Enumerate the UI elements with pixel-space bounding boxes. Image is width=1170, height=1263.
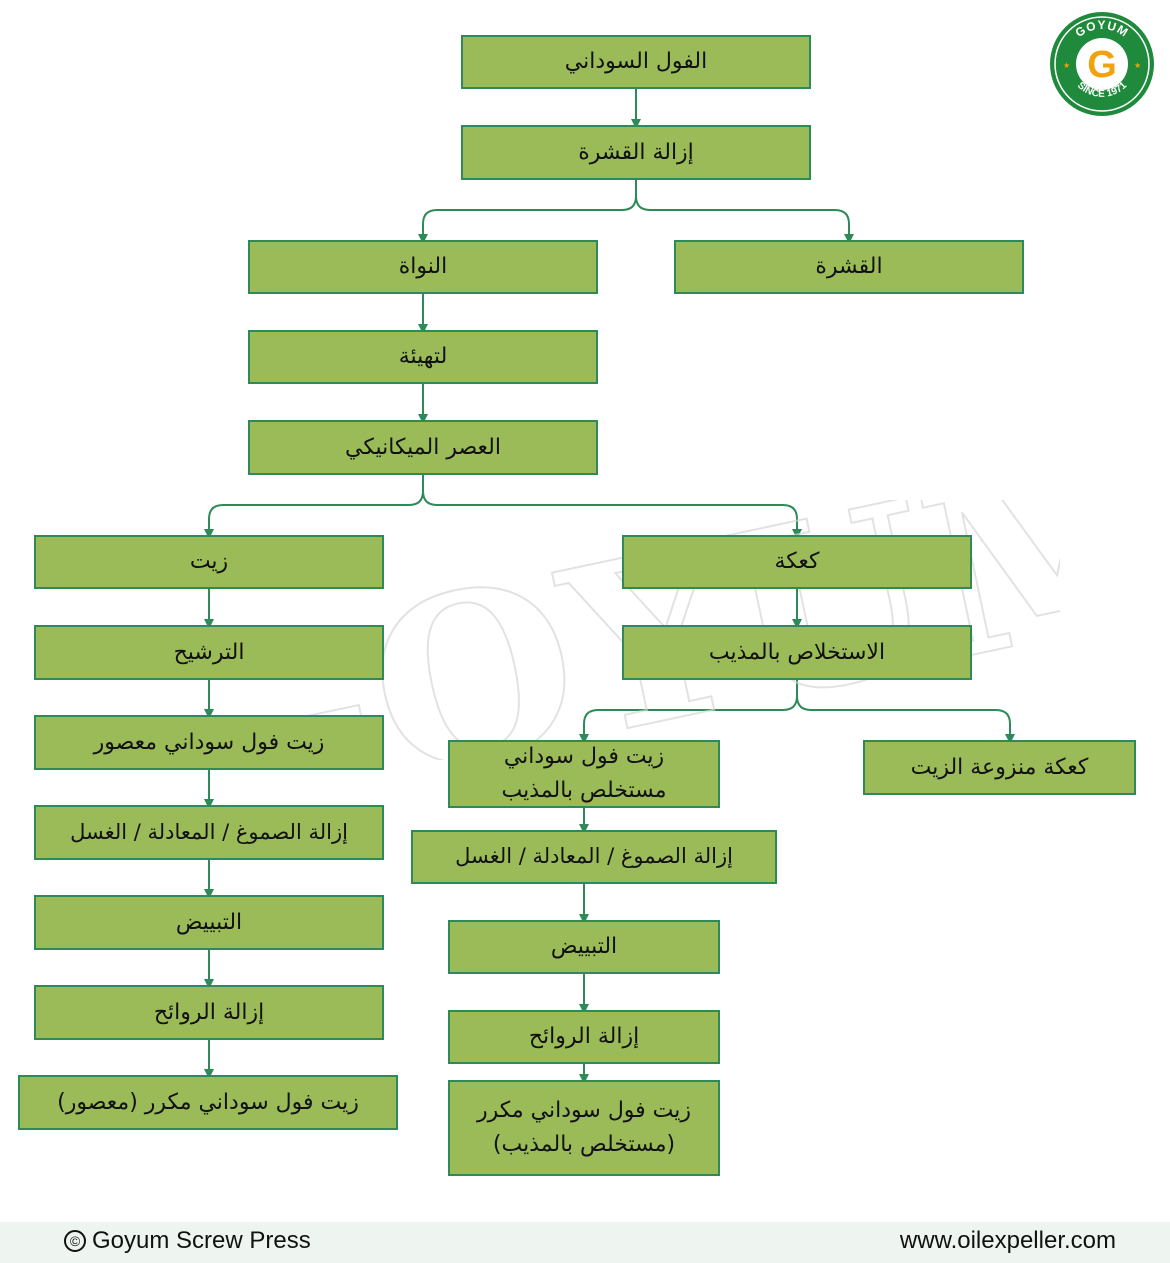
node-dehulling: إزالة القشرة xyxy=(461,125,811,180)
node-oil: زيت xyxy=(34,535,384,589)
node-bleach-left: التبييض xyxy=(34,895,384,950)
arrow-pressing-oil xyxy=(204,475,424,539)
node-refined-pressed: زيت فول سوداني مكرر (معصور) xyxy=(18,1075,398,1130)
node-deodor-left: إزالة الروائح xyxy=(34,985,384,1040)
node-bleach-right: التبييض xyxy=(448,920,720,974)
node-solvent-oil: زيت فول سوداني مستخلص بالمذيب xyxy=(448,740,720,808)
node-conditioning: لتهيئة xyxy=(248,330,598,384)
node-cake: كعكة xyxy=(622,535,972,589)
footer: © Goyum Screw Press www.oilexpeller.com xyxy=(0,1222,1170,1263)
copyright-icon: © xyxy=(64,1230,86,1252)
node-kernel: النواة xyxy=(248,240,598,294)
node-solvent-oil-line1: زيت فول سوداني xyxy=(503,743,665,769)
node-degum-left: إزالة الصموغ / المعادلة / الغسل xyxy=(34,805,384,860)
node-deoiled-cake: كعكة منزوعة الزيت xyxy=(863,740,1136,795)
node-solvent-oil-line2: مستخلص بالمذيب xyxy=(501,778,667,803)
arrow-pressing-cake xyxy=(422,490,802,539)
node-degum-right: إزالة الصموغ / المعادلة / الغسل xyxy=(411,830,777,884)
footer-copyright: © Goyum Screw Press xyxy=(64,1227,311,1255)
node-filtration: الترشيح xyxy=(34,625,384,680)
arrow-solvent-oil xyxy=(579,680,798,744)
node-refined-solvent: زيت فول سوداني مكرر (مستخلص بالمذيب) xyxy=(448,1080,720,1176)
node-refined-solvent-line1: زيت فول سوداني مكرر xyxy=(476,1097,692,1123)
star-icon: ★ xyxy=(1134,61,1141,70)
node-peanut: الفول السوداني xyxy=(461,35,811,89)
node-deodor-right: إزالة الروائح xyxy=(448,1010,720,1064)
star-icon: ★ xyxy=(1063,61,1070,70)
node-solvent-extraction: الاستخلاص بالمذيب xyxy=(622,625,972,680)
arrow-solvent-deoiled xyxy=(796,695,1015,744)
logo-top-text: GOYUM xyxy=(1073,18,1131,40)
footer-website[interactable]: www.oilexpeller.com xyxy=(899,1227,1116,1254)
logo-letter: G xyxy=(1087,44,1117,86)
footer-brand: Goyum Screw Press xyxy=(92,1227,311,1254)
arrow-dehulling-hull xyxy=(635,195,854,244)
arrow-dehulling-kernel xyxy=(418,180,637,244)
node-pressing: العصر الميكانيكي xyxy=(248,420,598,475)
node-hull: القشرة xyxy=(674,240,1024,294)
node-pressed-oil: زيت فول سوداني معصور xyxy=(34,715,384,770)
node-refined-solvent-line2: (مستخلص بالمذيب) xyxy=(492,1132,676,1157)
goyum-logo: GOYUM SINCE 1971 ★ ★ G xyxy=(1050,12,1154,116)
